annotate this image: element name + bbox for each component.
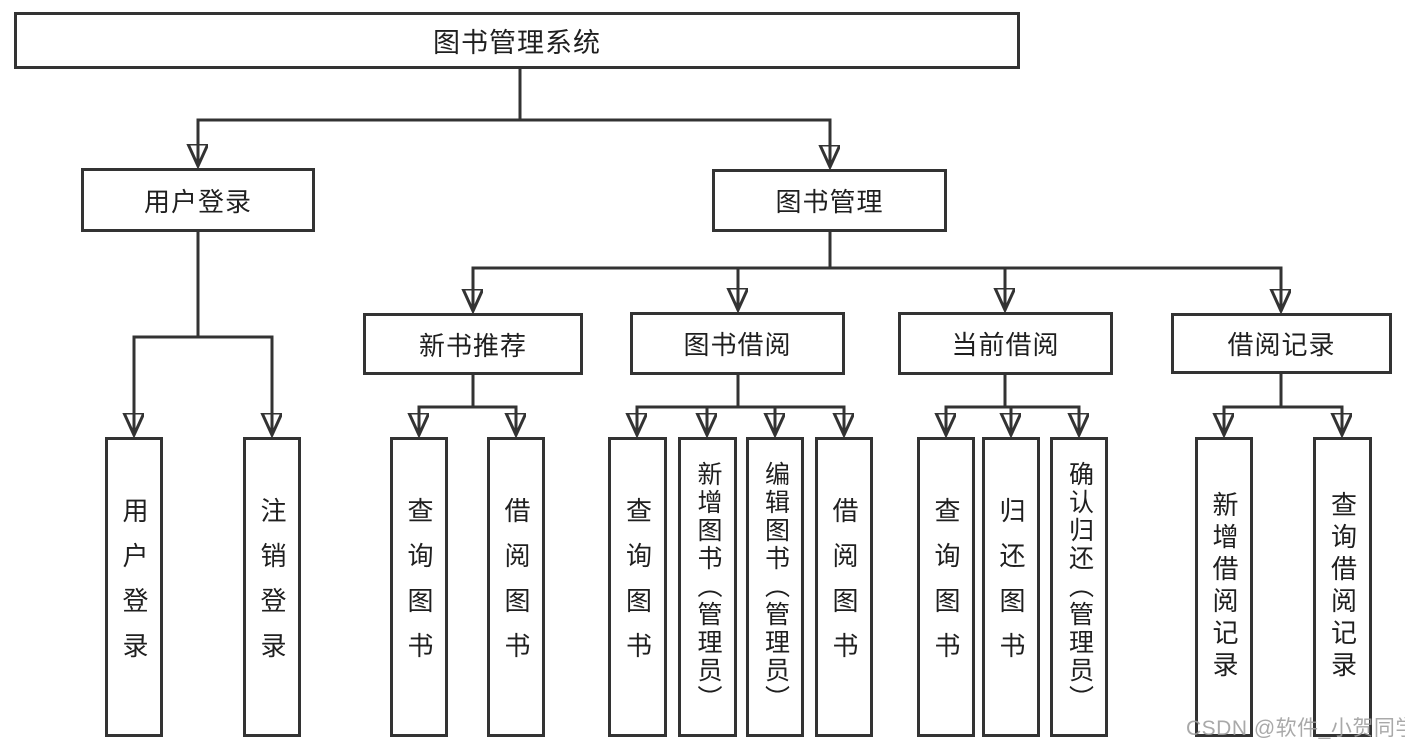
node-label: 图书管理系统 <box>433 28 601 58</box>
leaf-user-login: 用户登录 <box>105 437 163 737</box>
leaf-borrow-books-2: 借阅图书 <box>815 437 873 737</box>
node-current-borrowing: 当前借阅 <box>898 312 1113 375</box>
node-label: 图书借阅 <box>683 330 792 360</box>
node-library-management-system: 图书管理系统 <box>14 12 1020 69</box>
leaf-label: 注销登录 <box>257 497 287 677</box>
leaf-confirm-return-admin: 确认归还（管理员） <box>1050 437 1108 737</box>
leaf-label: 查询借阅记录 <box>1327 491 1358 683</box>
leaf-label: 编辑图书（管理员） <box>761 461 790 713</box>
leaf-label: 借阅图书 <box>829 497 859 677</box>
leaf-edit-book-admin: 编辑图书（管理员） <box>746 437 804 737</box>
leaf-label: 查询图书 <box>931 497 961 677</box>
leaf-logout: 注销登录 <box>243 437 301 737</box>
node-user-login: 用户登录 <box>81 168 315 232</box>
node-label: 图书管理 <box>775 187 884 217</box>
csdn-watermark: CSDN @软件_小贺同学 <box>1186 717 1405 740</box>
leaf-return-books: 归还图书 <box>982 437 1040 737</box>
leaf-query-books-1: 查询图书 <box>390 437 448 737</box>
node-book-borrowing: 图书借阅 <box>630 312 845 375</box>
leaf-label: 归还图书 <box>996 497 1026 677</box>
leaf-label: 新增借阅记录 <box>1209 491 1239 683</box>
leaf-borrow-books-1: 借阅图书 <box>487 437 545 737</box>
leaf-query-borrow-record: 查询借阅记录 <box>1313 437 1372 737</box>
leaf-label: 新增图书（管理员） <box>694 461 722 713</box>
node-new-book-recommend: 新书推荐 <box>363 313 583 375</box>
leaf-query-books-2: 查询图书 <box>608 437 667 737</box>
leaf-label: 用户登录 <box>119 497 149 677</box>
leaf-label: 借阅图书 <box>501 497 531 677</box>
node-label: 新书推荐 <box>418 330 527 361</box>
node-label: 借阅记录 <box>1227 330 1336 360</box>
leaf-label: 确认归还（管理员） <box>1065 461 1094 713</box>
leaf-label: 查询图书 <box>622 497 653 677</box>
node-label: 用户登录 <box>143 186 252 217</box>
node-borrowing-records: 借阅记录 <box>1171 313 1392 374</box>
leaf-add-book-admin: 新增图书（管理员） <box>678 437 737 737</box>
node-label: 当前借阅 <box>951 330 1060 360</box>
node-book-management: 图书管理 <box>712 169 947 232</box>
leaf-query-books-3: 查询图书 <box>917 437 975 737</box>
leaf-label: 查询图书 <box>404 497 434 677</box>
leaf-add-borrow-record: 新增借阅记录 <box>1195 437 1253 737</box>
